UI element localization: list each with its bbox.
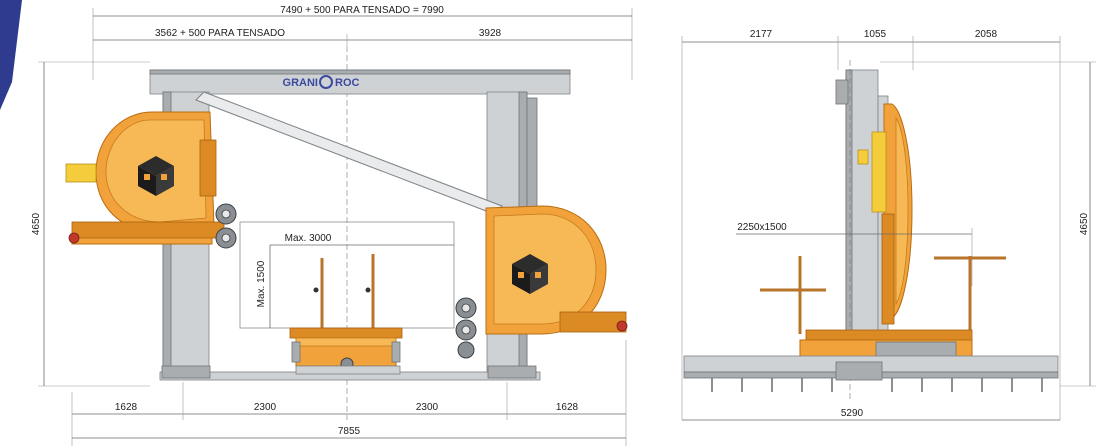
dim-bottom-seg-3: 2300 — [416, 402, 439, 413]
dim-height-front: 4650 — [31, 212, 42, 235]
dim-table: 2250x1500 — [737, 222, 787, 233]
rail-ties — [711, 378, 1043, 392]
dim-left-top: 3562 + 500 PARA TENSADO — [155, 28, 285, 39]
front-view: 7490 + 500 PARA TENSADO = 7990 3562 + 50… — [31, 5, 633, 446]
side-view: 2177 1055 2058 4650 2250x1500 — [681, 29, 1096, 421]
corner-decoration — [0, 0, 22, 110]
dim-bottom-seg-4: 1628 — [556, 402, 579, 413]
dim-height-side: 4650 — [1079, 212, 1090, 235]
brand-logo-left: GRANI — [283, 77, 318, 89]
dim-bottom-total-front: 7855 — [338, 426, 361, 437]
dim-bottom-total-side: 5290 — [841, 408, 864, 419]
granite-cube-icon-right — [512, 254, 548, 294]
dim-top-mid-side: 1055 — [864, 29, 887, 40]
dim-bottom-seg-1: 1628 — [115, 402, 138, 413]
brand-logo-right: ROC — [335, 77, 360, 89]
dim-bottom-seg-2: 2300 — [254, 402, 277, 413]
dim-top-right-side: 2058 — [975, 29, 998, 40]
dim-right-top: 3928 — [479, 28, 502, 39]
granite-cube-icon — [138, 156, 174, 196]
dim-cut-height: Max. 1500 — [256, 260, 267, 307]
dim-cut-width: Max. 3000 — [285, 233, 332, 244]
dim-top-left-side: 2177 — [750, 29, 773, 40]
dim-total-width-top: 7490 + 500 PARA TENSADO = 7990 — [280, 5, 444, 16]
brand-logo-icon — [319, 75, 333, 89]
